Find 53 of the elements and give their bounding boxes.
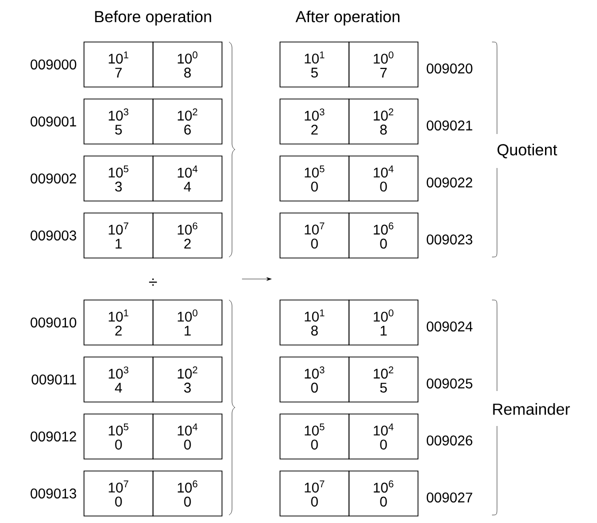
register-cell: 10$^{1}$ 7 (84, 42, 154, 88)
register-cell: 10$^{2}$ 3 (152, 356, 222, 402)
address-label: 009010 (30, 318, 76, 328)
register-cell: 10$^{4}$ 4 (152, 156, 222, 202)
address-label: 009020 (426, 64, 472, 74)
register-cell: 10$^{4}$ 0 (152, 414, 222, 460)
address-label: 009003 (30, 230, 76, 240)
address-label: 009021 (426, 120, 472, 130)
register-cell: 10$^{0}$ 7 (348, 42, 418, 88)
address-label: 009012 (30, 432, 76, 442)
address-label: 009026 (426, 436, 472, 446)
register-cell: 10$^{7}$ 0 (280, 470, 350, 516)
register-cell: 10$^{5}$ 3 (84, 156, 154, 202)
address-label: 009023 (426, 234, 472, 244)
register-cell: 10$^{3}$ 2 (280, 98, 350, 144)
register-cell: 10$^{0}$ 8 (152, 42, 222, 88)
register-cell: 10$^{7}$ 0 (280, 212, 350, 258)
register-cell: 10$^{3}$ 4 (84, 356, 154, 402)
address-label: 009013 (30, 488, 76, 498)
register-cell: 10$^{1}$ 5 (280, 42, 350, 88)
register-cell: 10$^{1}$ 8 (280, 300, 350, 346)
register-cell: 10$^{0}$ 1 (152, 300, 222, 346)
register-cell: 10$^{7}$ 1 (84, 212, 154, 258)
register-cell: 10$^{3}$ 0 (280, 356, 350, 402)
register-cell: 10$^{6}$ 0 (152, 470, 222, 516)
heading: After operation (296, 10, 400, 26)
register-cell: 10$^{5}$ 0 (280, 414, 350, 460)
address-label: 009002 (30, 174, 76, 184)
address-label: 009000 (30, 60, 76, 70)
register-cell: 10$^{1}$ 2 (84, 300, 154, 346)
heading: Before operation (95, 10, 212, 26)
register-cell: 10$^{4}$ 0 (348, 414, 418, 460)
register-cell: 10$^{7}$ 0 (84, 470, 154, 516)
address-label: 009024 (426, 322, 472, 332)
register-cell: 10$^{5}$ 0 (280, 156, 350, 202)
register-cell: 10$^{2}$ 8 (348, 98, 418, 144)
register-cell: 10$^{5}$ 0 (84, 414, 154, 460)
register-cell: 10$^{2}$ 5 (348, 356, 418, 402)
register-cell: 10$^{6}$ 2 (152, 212, 222, 258)
register-cell: 10$^{2}$ 6 (152, 98, 222, 144)
address-label: 009027 (426, 492, 472, 502)
division-sign: ÷ (149, 278, 157, 286)
register-cell: 10$^{4}$ 0 (348, 156, 418, 202)
group-label: Quotient (498, 144, 558, 158)
group-label: Remainder (493, 403, 570, 415)
address-label: 009011 (32, 374, 76, 384)
register-cell: 10$^{3}$ 5 (84, 98, 154, 144)
address-label: 009001 (30, 116, 76, 126)
register-cell: 10$^{6}$ 0 (348, 470, 418, 516)
address-label: 009022 (426, 178, 472, 188)
address-label: 009025 (426, 378, 472, 388)
register-cell: 10$^{0}$ 1 (348, 300, 418, 346)
register-cell: 10$^{6}$ 0 (348, 212, 418, 258)
